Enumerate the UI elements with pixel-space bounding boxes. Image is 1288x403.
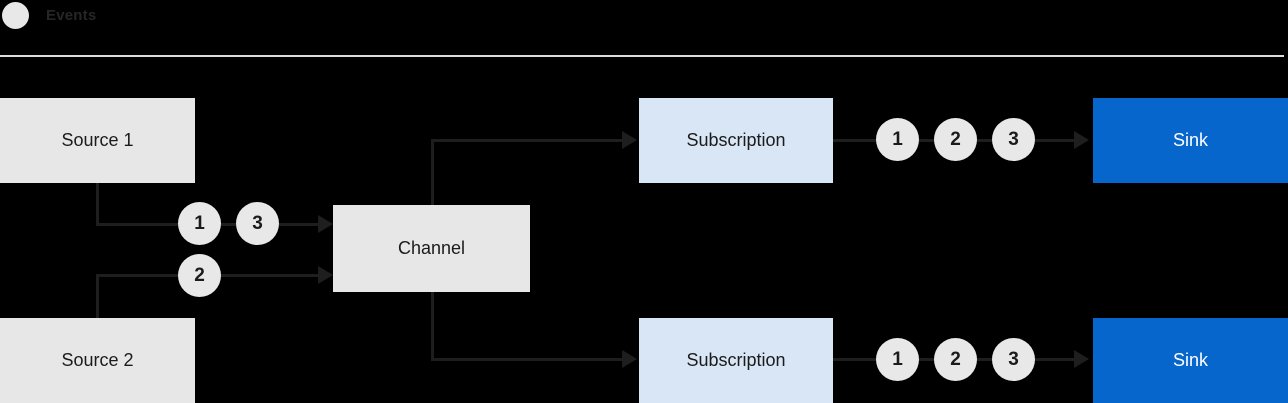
event-marker: 1 xyxy=(876,118,919,161)
event-marker-number: 3 xyxy=(252,212,263,234)
node-channel: Channel xyxy=(333,205,530,292)
event-marker: 1 xyxy=(178,202,221,245)
legend-label: Events xyxy=(46,7,97,24)
node-source-2-label: Source 2 xyxy=(61,350,134,370)
arrowhead-icon xyxy=(622,350,637,368)
event-marker-number: 1 xyxy=(892,348,903,370)
event-marker: 3 xyxy=(992,338,1035,381)
arrowhead-icon xyxy=(1074,131,1089,149)
event-marker-number: 2 xyxy=(194,264,205,286)
node-sink-1: Sink xyxy=(1093,98,1288,183)
node-sink-1-label: Sink xyxy=(1172,130,1208,150)
event-marker: 3 xyxy=(236,202,279,245)
node-source-1-label: Source 1 xyxy=(61,130,134,150)
edge-source2-to-channel-vertical xyxy=(96,276,99,318)
event-marker: 3 xyxy=(992,118,1035,161)
event-marker: 2 xyxy=(934,118,977,161)
node-subscription-1-label: Subscription xyxy=(686,130,786,150)
node-source-2: Source 2 xyxy=(0,318,195,403)
event-marker: 2 xyxy=(934,338,977,381)
section-divider xyxy=(0,55,1284,57)
node-subscription-1: Subscription xyxy=(639,98,833,183)
edge-channel-to-subscription2-horizontal xyxy=(431,358,622,361)
arrowhead-icon xyxy=(318,215,333,233)
node-channel-label: Channel xyxy=(397,238,466,258)
event-marker-number: 3 xyxy=(1008,348,1019,370)
event-marker-number: 3 xyxy=(1008,128,1019,150)
event-marker: 1 xyxy=(876,338,919,381)
arrowhead-icon xyxy=(318,266,333,284)
edge-source1-to-channel-vertical xyxy=(96,183,99,226)
node-sink-2-label: Sink xyxy=(1172,350,1208,370)
event-marker: 2 xyxy=(178,254,221,297)
event-marker-number: 2 xyxy=(950,348,961,370)
arrowhead-icon xyxy=(1074,350,1089,368)
node-source-1: Source 1 xyxy=(0,98,195,183)
event-marker-number: 1 xyxy=(194,212,205,234)
edge-channel-to-subscription1-horizontal xyxy=(431,139,622,142)
event-circle-icon xyxy=(2,2,29,29)
edge-channel-to-subscription2-vertical xyxy=(431,292,434,361)
arrowhead-icon xyxy=(622,131,637,149)
node-subscription-2-label: Subscription xyxy=(686,350,786,370)
event-marker-number: 2 xyxy=(950,128,961,150)
node-subscription-2: Subscription xyxy=(639,318,833,403)
edge-channel-to-subscription1-vertical xyxy=(431,140,434,205)
event-marker-number: 1 xyxy=(892,128,903,150)
node-sink-2: Sink xyxy=(1093,318,1288,403)
